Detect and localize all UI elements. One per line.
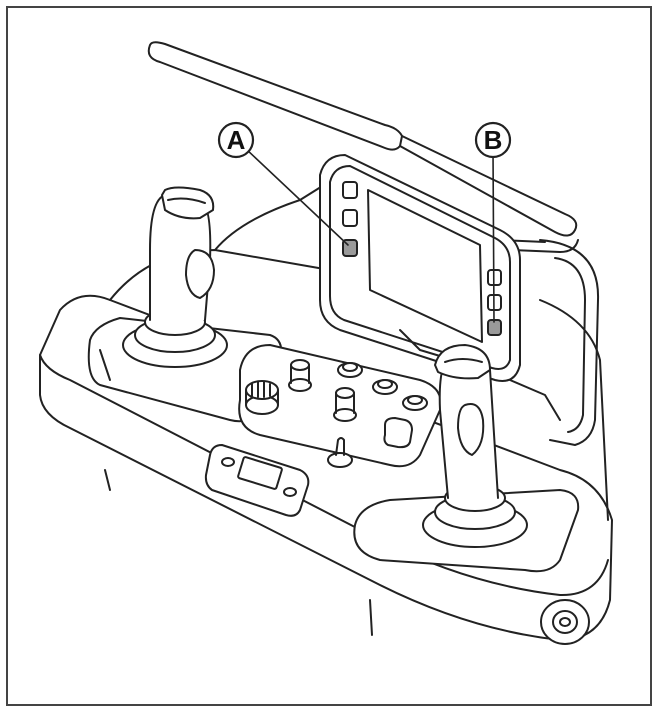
callout-b-leader: [492, 149, 495, 323]
callout-b: B: [474, 121, 512, 159]
left-joystick: [122, 186, 228, 368]
callout-leaders: [244, 147, 495, 323]
right-joystick: [422, 344, 528, 548]
front-small-display: [204, 444, 310, 517]
center-control-panel: [238, 344, 442, 468]
callout-a: A: [217, 121, 255, 159]
callout-a-leader: [244, 147, 349, 246]
right-support-arm: [509, 239, 600, 446]
callout-a-label: A: [227, 125, 246, 155]
callout-b-label: B: [484, 125, 503, 155]
display-unit: [319, 154, 521, 382]
